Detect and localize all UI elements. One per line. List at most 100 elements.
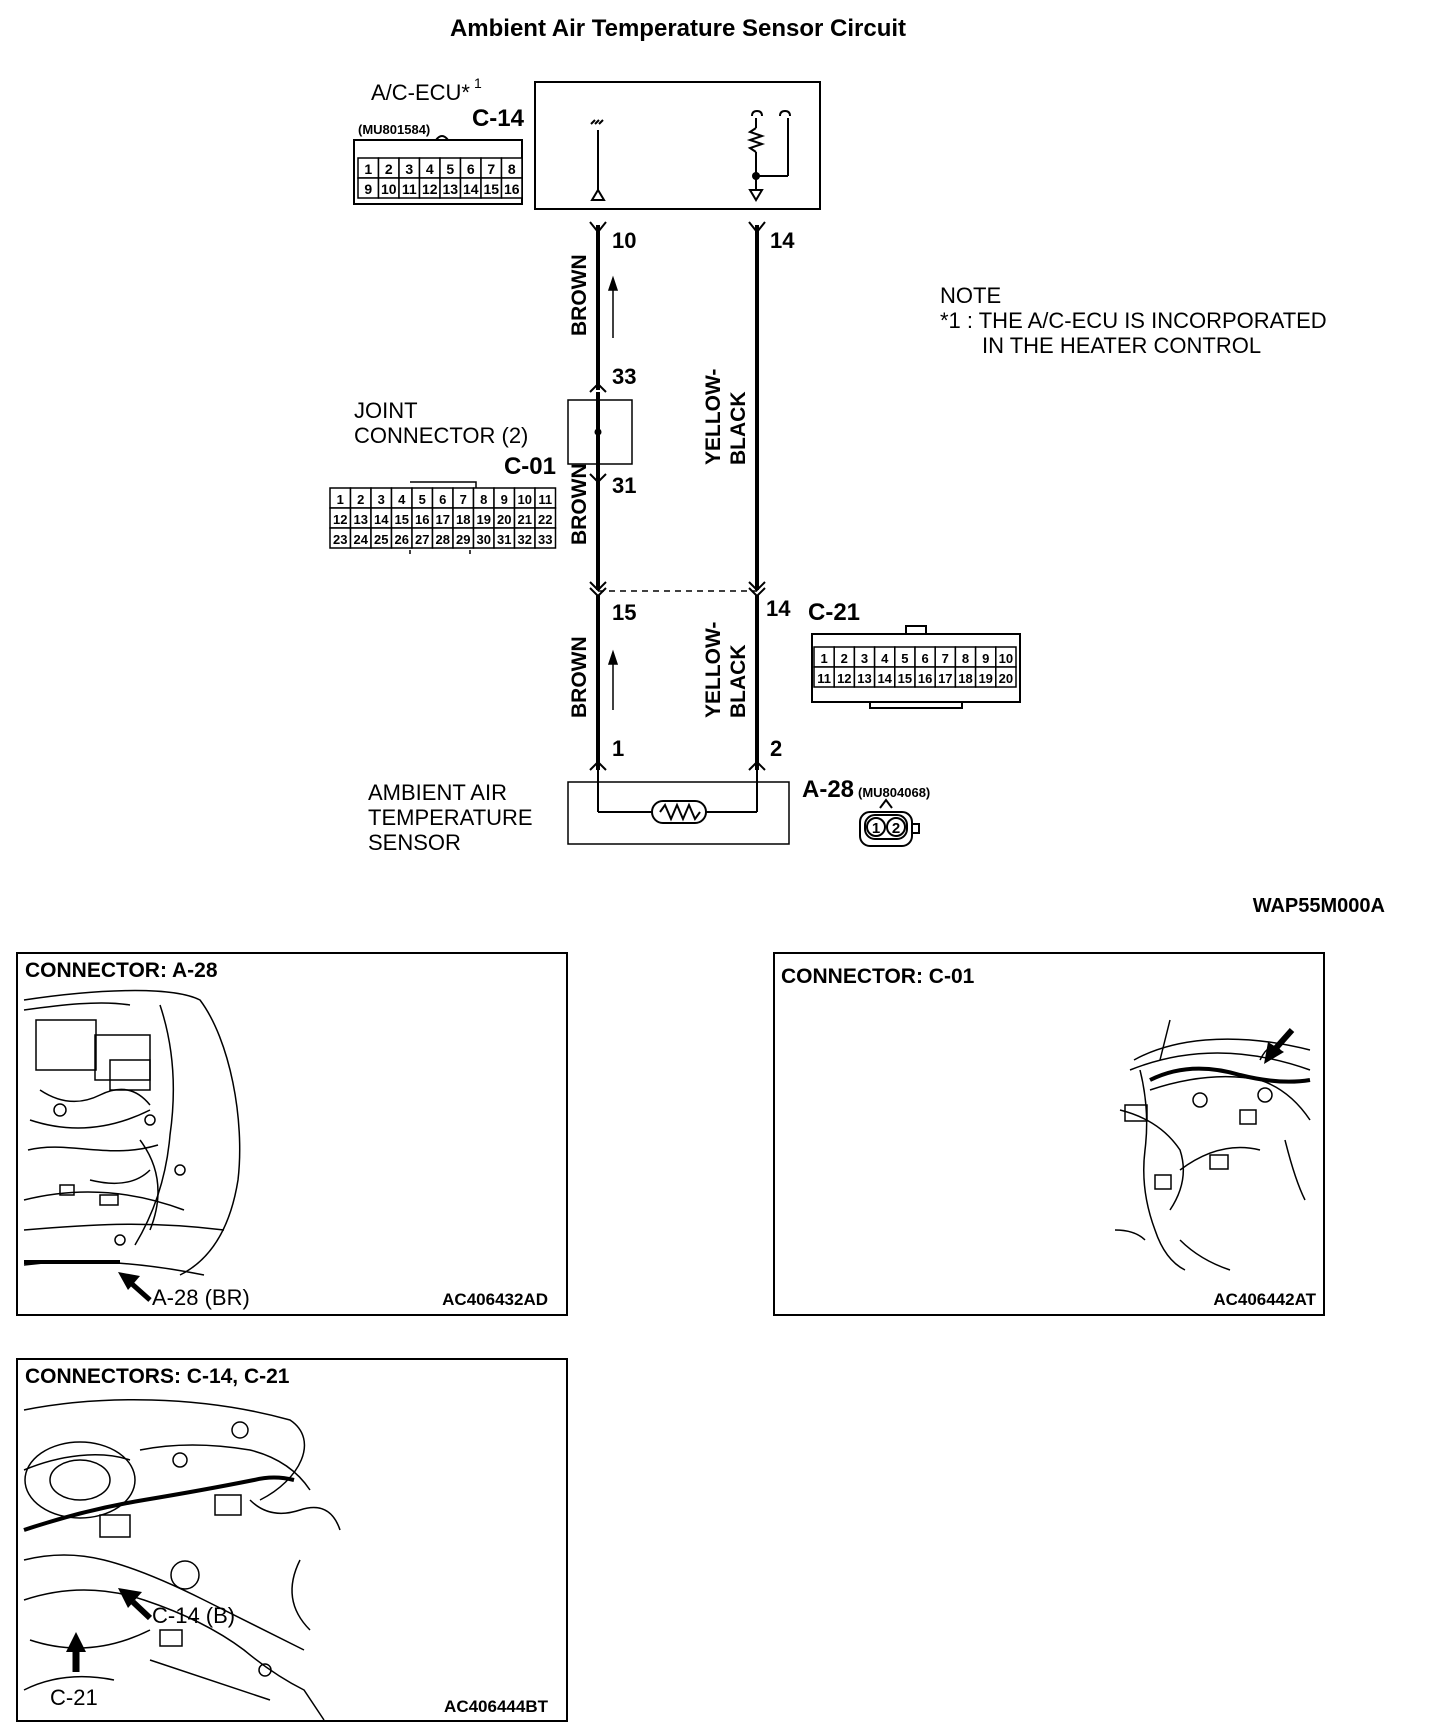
acecu-superscript: 1	[474, 75, 482, 91]
panel-a28: CONNECTOR: A-28 A	[16, 952, 568, 1316]
c21-pin-label: 2	[841, 651, 848, 666]
c14-pin-label: 8	[508, 161, 516, 177]
pin-33: 33	[612, 364, 636, 389]
c14-pin-label: 11	[402, 181, 417, 197]
c01-pin-label: 6	[439, 492, 446, 507]
wire-color-yellow-black-lower-1: YELLOW-	[702, 622, 725, 718]
wire-color-yellow-black-upper-1: YELLOW-	[702, 369, 725, 465]
c21-pin-label: 17	[938, 671, 952, 686]
panel-c14-c21-frame	[16, 1358, 568, 1722]
c21-pin-label: 15	[898, 671, 912, 686]
c21-connector-id: C-21	[808, 599, 860, 626]
c14-pin-label: 10	[381, 181, 397, 197]
c01-harness	[1149, 1066, 1311, 1084]
pin-15: 15	[612, 600, 636, 625]
joint-dot	[594, 428, 602, 436]
c21-face-outline	[811, 625, 1021, 709]
c01-pin-label: 3	[378, 492, 385, 507]
panel-a28-code: AC406432AD	[442, 1290, 548, 1309]
c14-c21-harness	[23, 1475, 295, 1532]
c01-pin-label: 5	[419, 492, 426, 507]
c01-pin-label: 7	[460, 492, 467, 507]
c14-pin-label: 5	[446, 161, 454, 177]
panel-a28-frame	[16, 952, 568, 1316]
c14-pin-label: 3	[405, 161, 413, 177]
engine-bay-illustration	[23, 989, 241, 1276]
c21-pin-label: 5	[901, 651, 908, 666]
note-heading: NOTE	[940, 283, 1001, 308]
dashboard-illustration-c14-c21	[23, 1399, 341, 1721]
c01-pin-label: 19	[477, 512, 491, 527]
note-line2: IN THE HEATER CONTROL	[982, 333, 1261, 358]
c01-pin-label: 8	[480, 492, 487, 507]
c01-pin-label: 14	[374, 512, 389, 527]
c01-pin-label: 13	[354, 512, 368, 527]
sensor-block: AMBIENT AIR TEMPERATURE SENSOR A-28 (MU8…	[368, 770, 930, 855]
c21-pin-label: 9	[982, 651, 989, 666]
c14-pin-label: 2	[385, 161, 393, 177]
a28-pin-2: 2	[892, 820, 900, 837]
a28-connector-id: A-28	[802, 776, 854, 803]
sensor-label-line3: SENSOR	[368, 830, 461, 855]
c21-pin-label: 1	[820, 651, 827, 666]
c01-pin-label: 27	[415, 532, 429, 547]
panel-c01-code: AC406442AT	[1213, 1290, 1316, 1309]
c01-pin-label: 1	[337, 492, 344, 507]
sensor-label-line2: TEMPERATURE	[368, 805, 533, 830]
a28-part-number: (MU804068)	[858, 785, 930, 800]
c21-pin-label: 8	[962, 651, 969, 666]
acecu-part-number: (MU801584)	[358, 122, 430, 137]
c01-pin-label: 11	[538, 492, 552, 507]
c14-face-outline	[353, 135, 523, 205]
wire-color-brown-lower: BROWN	[568, 636, 591, 718]
c21-pin-label: 12	[837, 671, 851, 686]
c14-pin-label: 12	[422, 181, 438, 197]
c01-pin-label: 23	[333, 532, 347, 547]
c01-pin-label: 15	[395, 512, 409, 527]
c01-pin-label: 31	[497, 532, 511, 547]
c14-pin-label: 13	[442, 181, 458, 197]
c01-pin-label: 10	[518, 492, 532, 507]
c14-pin-label: 7	[487, 161, 495, 177]
c14-pin-label: 15	[483, 181, 499, 197]
c21-pin-label: 7	[942, 651, 949, 666]
c01-pin-label: 22	[538, 512, 552, 527]
acecu-ground-symbol	[590, 119, 606, 201]
panel-c01-frame	[773, 952, 1325, 1316]
c14-callout-arrow	[118, 1588, 153, 1621]
acecu-name: A/C-ECU*	[371, 80, 470, 105]
acecu-box	[534, 81, 821, 210]
wire-color-brown-middle: BROWN	[568, 463, 591, 545]
acecu-connector-id: C-14	[472, 105, 525, 132]
c21-cell	[995, 666, 1017, 688]
c14-pin-label: 1	[364, 161, 372, 177]
c14-pin-label: 6	[467, 161, 475, 177]
pin-14-top: 14	[770, 228, 795, 253]
panel-c01: CONNECTOR: C-01 AC406442AT	[773, 952, 1325, 1316]
c01-face-outline	[409, 481, 477, 554]
note-block: NOTE *1 : THE A/C-ECU IS INCORPORATED IN…	[940, 283, 1327, 358]
c01-pin-label: 17	[436, 512, 450, 527]
panel-c14-c21-title: CONNECTORS: C-14, C-21	[25, 1365, 290, 1388]
joint-label-line2: CONNECTOR (2)	[354, 423, 528, 448]
c14-pin-label: 4	[426, 161, 434, 177]
panel-c14-c21-code: AC406444BT	[444, 1697, 549, 1716]
pin-14-middle: 14	[766, 596, 791, 621]
a28-pin-1: 1	[872, 820, 880, 837]
c14-pin-label: 9	[364, 181, 372, 197]
pin-10: 10	[612, 228, 636, 253]
c01-pin-label: 18	[456, 512, 470, 527]
c01-pin-label: 33	[538, 532, 552, 547]
c14-cell	[500, 177, 523, 199]
c21-callout-arrow	[66, 1632, 86, 1672]
c14-pin-label: 16	[504, 181, 520, 197]
joint-label-line1: JOINT	[354, 398, 418, 423]
c21-pin-label: 19	[978, 671, 992, 686]
c01-pin-label: 24	[354, 532, 369, 547]
c01-pin-label: 29	[456, 532, 470, 547]
c01-pin-label: 28	[436, 532, 450, 547]
